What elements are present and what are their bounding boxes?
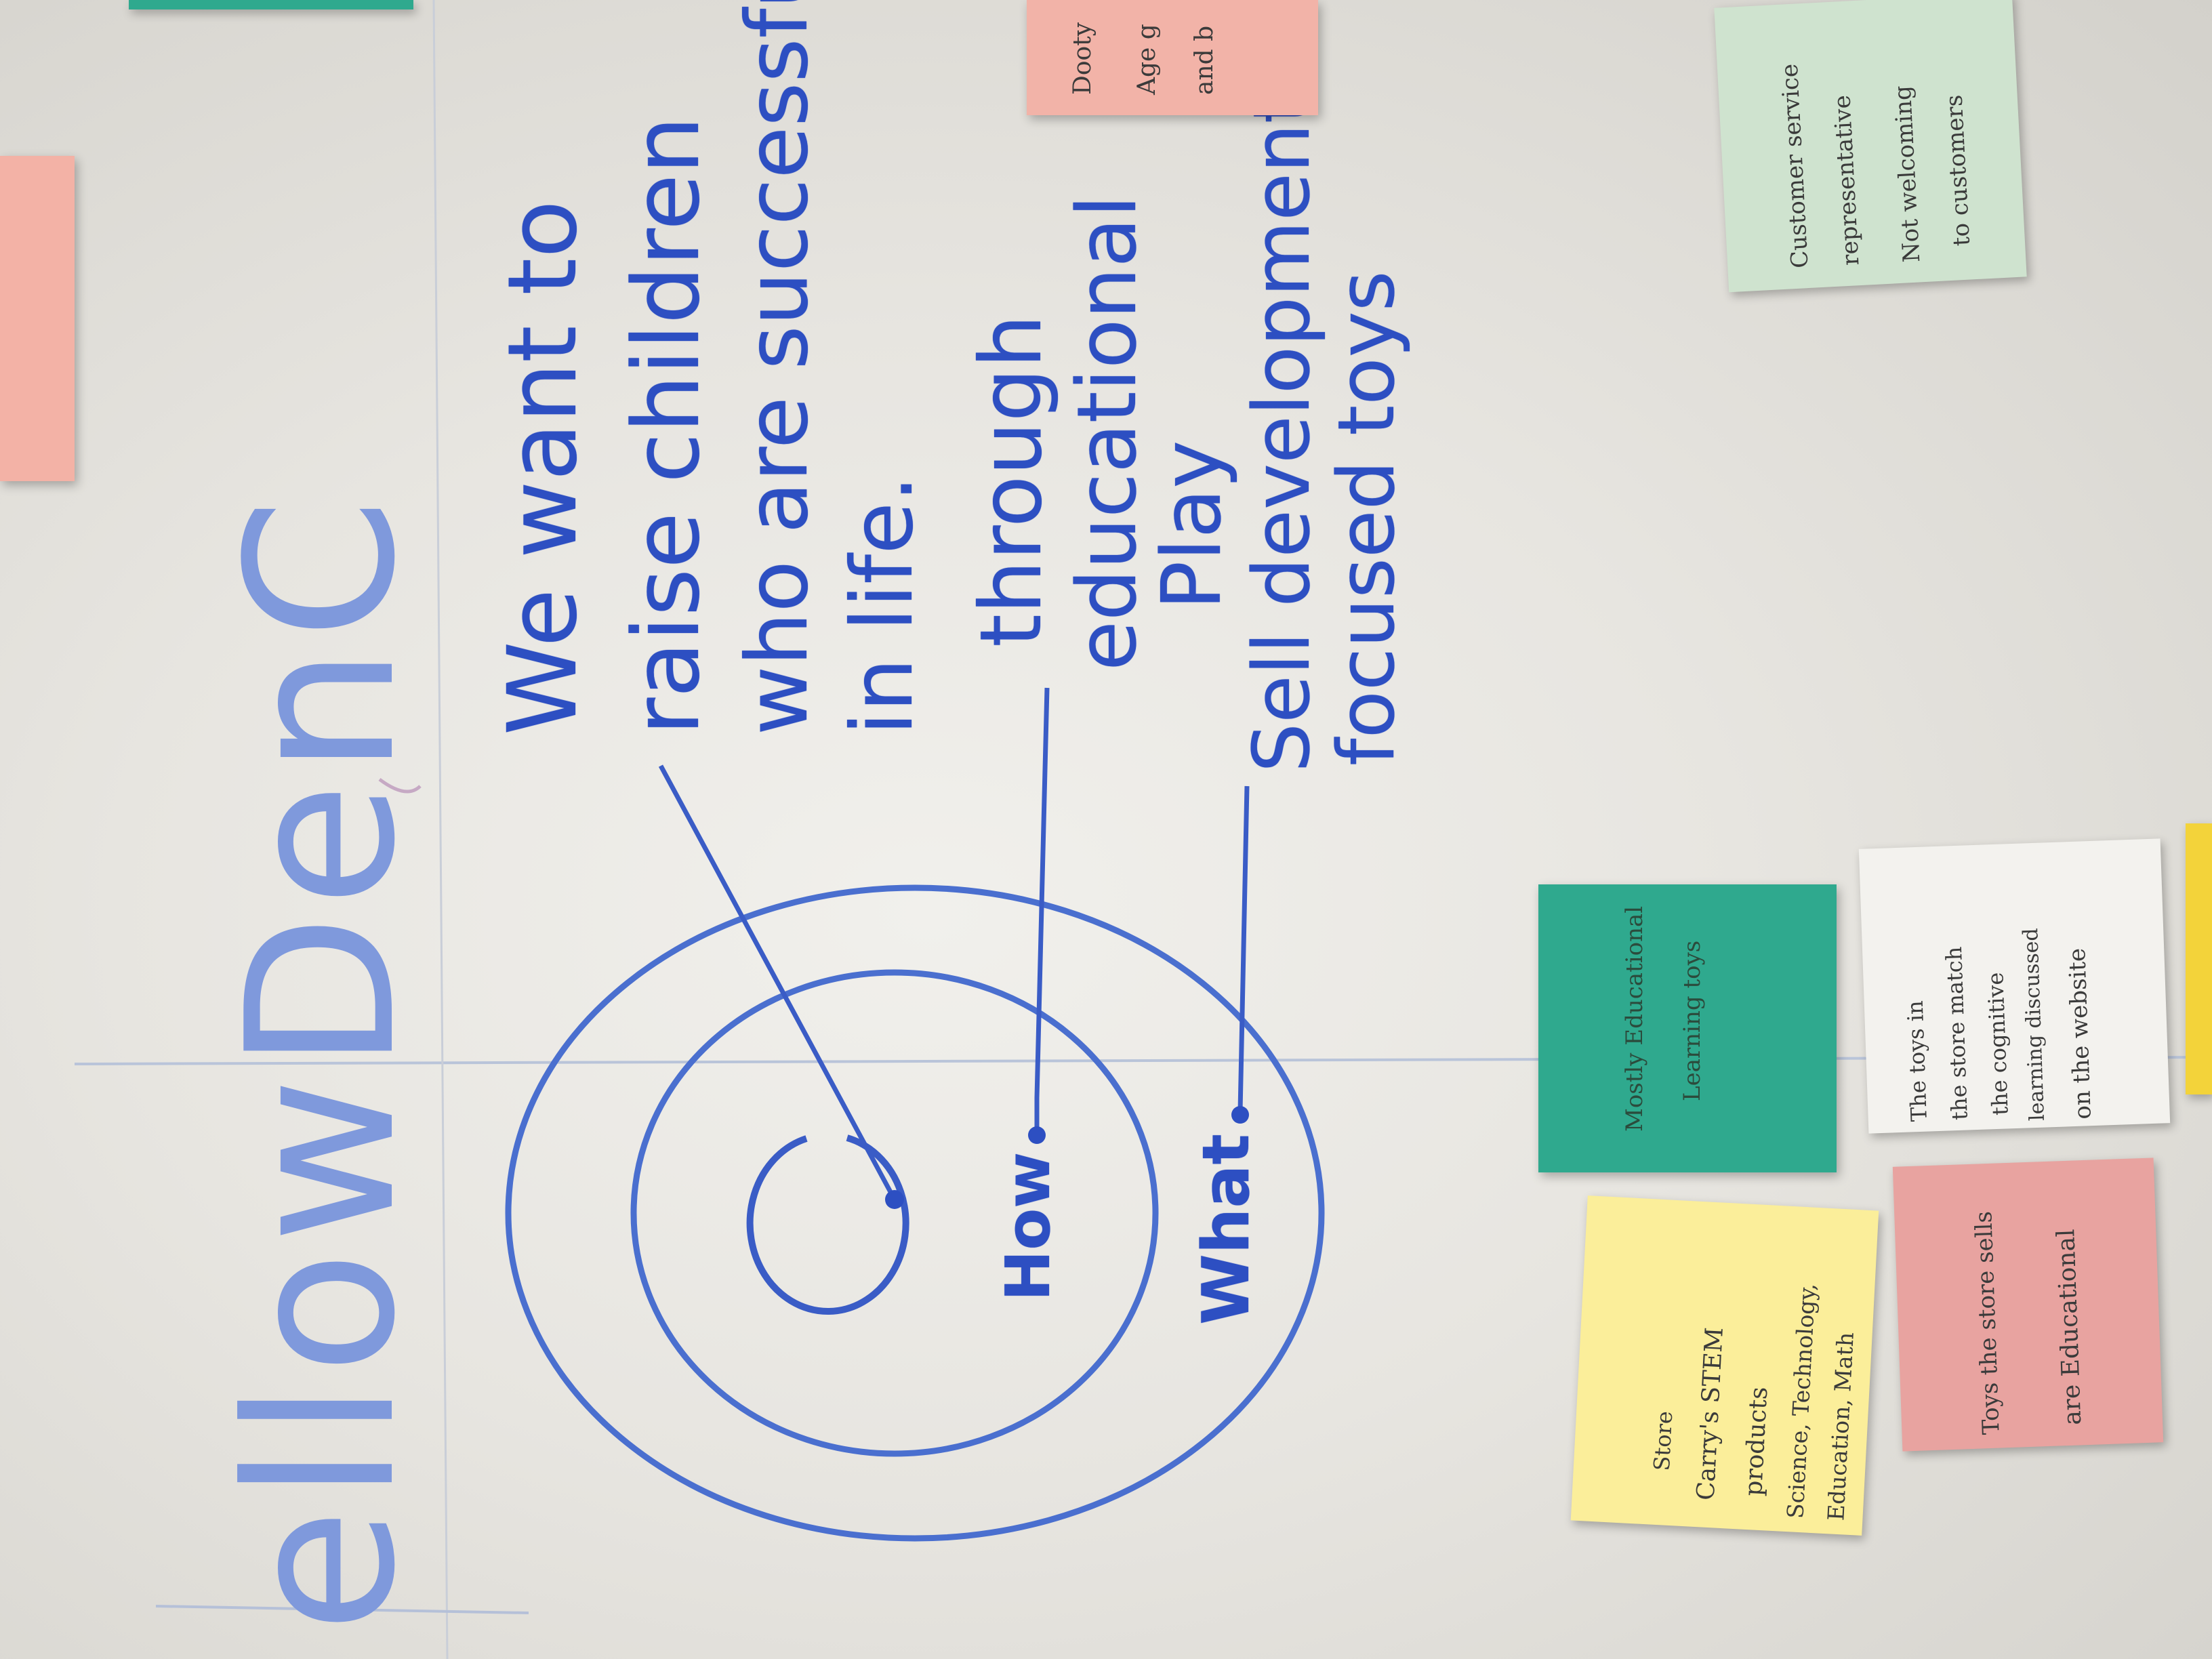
sticky-note-white: The toys in the store match the cognitiv… [1858, 838, 2171, 1134]
note-text-line: on the website [2064, 947, 2097, 1120]
how-label: How [993, 1151, 1064, 1301]
note-text-line: Store [1648, 1410, 1678, 1472]
note-text-line: Education, Math [1822, 1331, 1859, 1521]
note-text-line: Learning toys [1679, 940, 1706, 1101]
sticky-note-yellow: Store Carry's STEM products Science, Tec… [1570, 1195, 1879, 1536]
note-text-line: Dooty [1069, 22, 1097, 95]
outer-circle [505, 884, 1325, 1542]
sticky-note-top-right-pink: Dooty Age g and b [1027, 0, 1318, 115]
middle-circle [630, 969, 1159, 1457]
note-text-line: the store match [1940, 946, 1973, 1121]
note-text-line: learning discussed [2019, 927, 2049, 1122]
sticky-note-top-right-green: Customer service representative Not welc… [1714, 0, 2027, 293]
what-line-2: focused toys [1322, 270, 1412, 766]
note-text-line: Customer service [1776, 63, 1814, 269]
note-text-line: Not welcoming [1889, 85, 1926, 264]
note-text-line: are Educational [2052, 1228, 2087, 1426]
note-text-line: The toys in [1902, 1000, 1932, 1122]
sticky-note-pink-partial [0, 156, 75, 481]
what-pointer-line [1237, 785, 1250, 1112]
note-text-line: representative [1828, 94, 1865, 266]
why-line-2: raise children [613, 116, 720, 735]
heading-fragment: ellowDenC [203, 491, 440, 1633]
note-text-line: Carry's STEM [1692, 1326, 1729, 1501]
how-line-2: educational [1061, 194, 1155, 671]
sticky-note-teal-partial [129, 0, 413, 9]
what-label: What [1189, 1134, 1264, 1325]
sticky-note-pink-bottom: Toys the store sells are Educational [1892, 1158, 2164, 1452]
note-text-line: Age g [1133, 24, 1161, 95]
why-line-4: in life. [834, 475, 932, 735]
note-text-line: products [1740, 1386, 1774, 1497]
why-line-3: who are successful [729, 0, 827, 735]
how-line-1: through [962, 314, 1061, 647]
note-text-line: Toys the store sells [1970, 1210, 2005, 1435]
sticky-note-teal: Mostly Educational Learning toys [1538, 884, 1837, 1172]
why-line-1: We want to [488, 200, 598, 735]
note-text-line: to customers [1940, 94, 1976, 247]
note-text-line: Mostly Educational [1621, 905, 1648, 1132]
note-text-line: and b [1191, 25, 1218, 95]
sticky-note-yellow-edge [2186, 823, 2212, 1094]
why-pointer-line [658, 764, 897, 1201]
how-pointer-line [1034, 687, 1050, 1139]
what-line-1: Sell developmental [1237, 23, 1328, 773]
note-text-line: the cognitive [1982, 972, 2013, 1116]
inner-circle [746, 1134, 909, 1315]
how-line-3: Play [1145, 440, 1240, 610]
note-text-line: Science, Technology, [1782, 1282, 1821, 1519]
